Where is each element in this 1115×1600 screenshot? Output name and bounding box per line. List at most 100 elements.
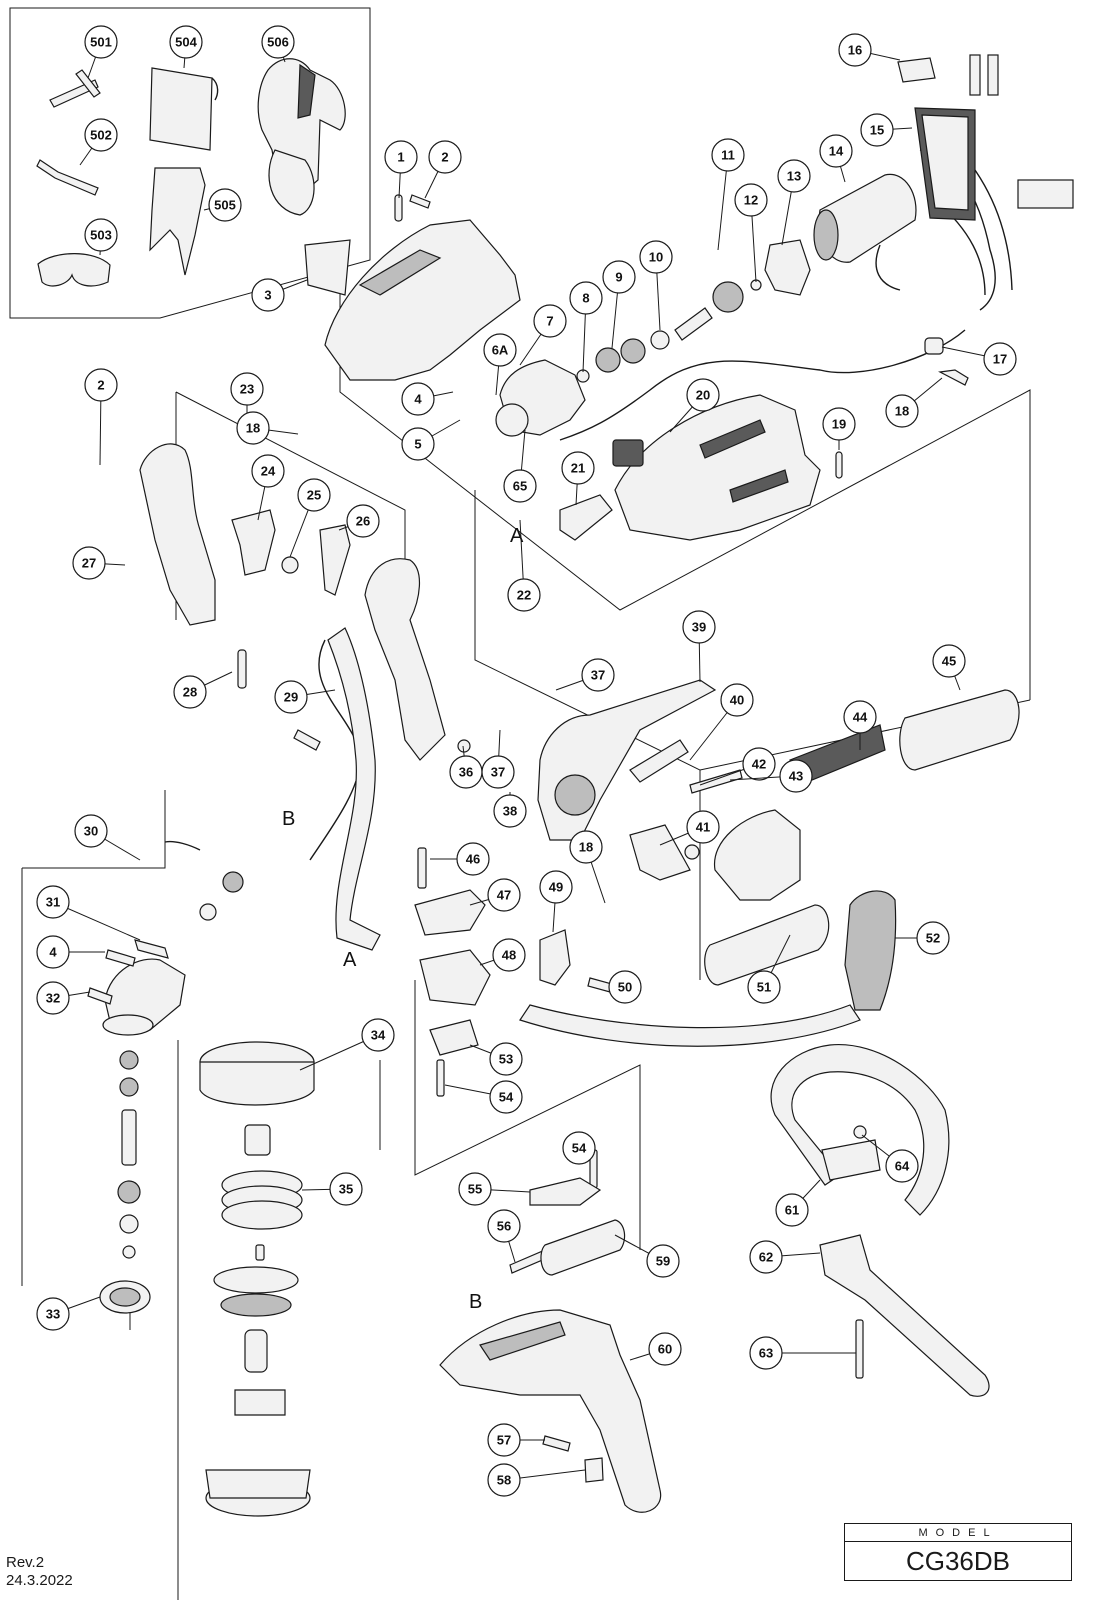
switch-pad-16 xyxy=(897,57,936,83)
callout-42: 42 xyxy=(742,747,776,781)
spool-hub xyxy=(244,1124,271,1156)
callout-4: 4 xyxy=(36,935,70,969)
callout-number: 38 xyxy=(503,804,517,819)
pin-19 xyxy=(835,451,843,479)
callout-25: 25 xyxy=(297,478,331,512)
knob-40 xyxy=(629,739,689,783)
callout-number: 506 xyxy=(267,35,289,50)
callout-number: 35 xyxy=(339,1182,353,1197)
screw-50 xyxy=(587,977,613,993)
cover-33 xyxy=(99,1280,151,1314)
callout-9: 9 xyxy=(602,260,636,294)
callout-number: 19 xyxy=(832,417,846,432)
callout-number: 25 xyxy=(307,488,321,503)
callout-41: 41 xyxy=(686,810,720,844)
callout-number: 52 xyxy=(926,931,940,946)
pin-28 xyxy=(237,649,247,689)
bracket-49 xyxy=(539,929,571,986)
model-box: MODEL CG36DB xyxy=(844,1523,1072,1581)
callout-10: 10 xyxy=(639,240,673,274)
callout-30: 30 xyxy=(74,814,108,848)
spring-25 xyxy=(281,556,299,574)
lever-26 xyxy=(319,524,351,596)
callout-number: 29 xyxy=(284,690,298,705)
bracket-62 xyxy=(819,1234,990,1397)
callout-18: 18 xyxy=(569,830,603,864)
callout-64: 64 xyxy=(885,1149,919,1183)
callout-504: 504 xyxy=(169,25,203,59)
callout-58: 58 xyxy=(487,1463,521,1497)
shaft-gear-11 xyxy=(674,279,762,341)
callout-number: 63 xyxy=(759,1346,773,1361)
rear-grip-44 xyxy=(713,724,886,901)
nut-36 xyxy=(457,739,471,753)
callout-number: 34 xyxy=(371,1028,386,1043)
callout-number: 5 xyxy=(414,437,421,452)
callout-number: 13 xyxy=(787,169,801,184)
callout-number: 53 xyxy=(499,1052,513,1067)
callout-28: 28 xyxy=(173,675,207,709)
callout-12: 12 xyxy=(734,183,768,217)
callout-number: 32 xyxy=(46,991,60,1006)
callout-59: 59 xyxy=(646,1244,680,1278)
callout-6a: 6A xyxy=(483,333,517,367)
trigger-24 xyxy=(231,509,276,576)
callout-15: 15 xyxy=(860,113,894,147)
callout-49: 49 xyxy=(539,870,573,904)
callout-20: 20 xyxy=(686,378,720,412)
callout-number: 501 xyxy=(90,35,112,50)
callout-number: 47 xyxy=(497,888,511,903)
clamp-48 xyxy=(419,949,491,1006)
callout-number: 39 xyxy=(692,620,706,635)
callout-62: 62 xyxy=(749,1240,783,1274)
callout-number: 62 xyxy=(759,1250,773,1265)
section-letter-b-2: B xyxy=(469,1291,482,1313)
callout-501: 501 xyxy=(84,25,118,59)
callout-number: 18 xyxy=(895,404,909,419)
callout-31: 31 xyxy=(36,885,70,919)
line-coil-35 xyxy=(221,1170,303,1230)
motor-14 xyxy=(813,173,917,291)
clamp-47 xyxy=(414,889,486,936)
pin-43 xyxy=(689,769,743,794)
callout-34: 34 xyxy=(361,1018,395,1052)
loop-handle-61 xyxy=(770,1044,950,1216)
revision-label: Rev.2 xyxy=(6,1554,45,1571)
callout-number: 15 xyxy=(870,123,884,138)
screw-57 xyxy=(542,1435,571,1452)
handle-right-shell xyxy=(364,558,446,761)
callout-52: 52 xyxy=(916,921,950,955)
pin-1 xyxy=(394,194,403,222)
cable-sleeve-51 xyxy=(704,904,830,986)
callout-19: 19 xyxy=(822,407,856,441)
callout-3: 3 xyxy=(251,278,285,312)
bearing-stack xyxy=(117,1050,141,1259)
callout-55: 55 xyxy=(458,1172,492,1206)
callout-number: 502 xyxy=(90,128,112,143)
section-letter-a-1: A xyxy=(510,525,524,547)
callout-37: 37 xyxy=(481,755,515,789)
callout-number: 54 xyxy=(499,1090,514,1105)
connector-17 xyxy=(924,337,944,355)
callout-45: 45 xyxy=(932,644,966,678)
t-wrench-501 xyxy=(49,69,101,108)
callout-7: 7 xyxy=(533,304,567,338)
callout-number: 24 xyxy=(261,464,276,479)
callout-number: 23 xyxy=(240,382,254,397)
callout-number: 51 xyxy=(757,980,771,995)
callout-16: 16 xyxy=(838,33,872,67)
callout-number: 44 xyxy=(853,710,868,725)
callout-14: 14 xyxy=(819,134,853,168)
callout-number: 59 xyxy=(656,1254,670,1269)
spool-cap-34 xyxy=(199,1041,315,1106)
callout-61: 61 xyxy=(775,1193,809,1227)
callout-48: 48 xyxy=(492,938,526,972)
spool xyxy=(213,1266,299,1317)
latch-41 xyxy=(629,824,691,881)
callout-24: 24 xyxy=(251,454,285,488)
callout-4: 4 xyxy=(401,382,435,416)
callout-11: 11 xyxy=(711,138,745,172)
bracket-55 xyxy=(529,1177,602,1206)
handle-left-shell xyxy=(139,443,216,626)
